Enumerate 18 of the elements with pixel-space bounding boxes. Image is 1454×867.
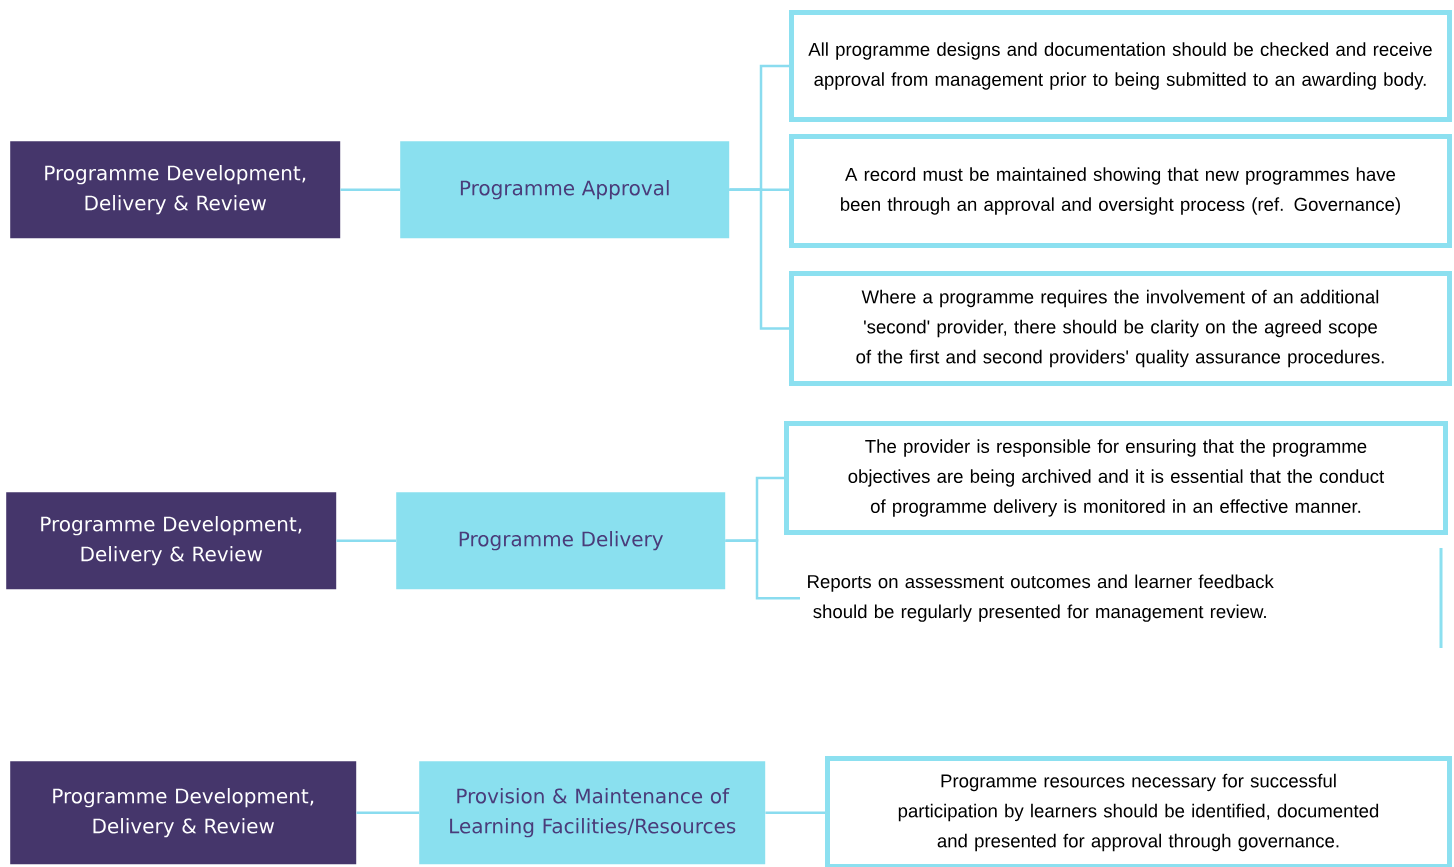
connector-line	[765, 811, 825, 814]
text-box: Reports on assessment outcomes and learner feedback should be regularly presented for management review.	[808, 548, 1443, 648]
connector-line	[340, 188, 400, 191]
text-box: All programme designs and documentation should be checked and receive approval from management prior to being submitted to an awarding body.	[789, 10, 1452, 122]
connector-line	[356, 811, 419, 814]
text-box: The provider is responsible for ensuring that the programme objectives are being archived and it is essential that the conduct of programme delivery is monitored in an effective manner.	[784, 421, 1448, 535]
text-box: Where a programme requires the involvement of an additional 'second' provider, there should be clarity on the agreed scope of the first and second providers' quality assurance procedures.	[789, 271, 1452, 386]
section-box: Programme Development, Delivery & Review	[10, 761, 357, 865]
text-box: A record must be maintained showing that new programmes have been through an approval and oversight process (ref. Governance)	[789, 134, 1452, 248]
section-box: Programme Development, Delivery & Review	[6, 492, 337, 590]
topic-box: Programme Approval	[400, 141, 730, 239]
topic-box: Provision & Maintenance of Learning Facilities/Resources	[419, 761, 766, 865]
connector-line	[336, 539, 396, 542]
text-box: Programme resources necessary for successful participation by learners should be identified, documented and presented for approval through governance.	[825, 756, 1452, 867]
connector-line	[725, 539, 800, 600]
section-box: Programme Development, Delivery & Review	[10, 141, 341, 239]
topic-box: Programme Delivery	[396, 492, 726, 590]
connector-line	[729, 188, 789, 330]
